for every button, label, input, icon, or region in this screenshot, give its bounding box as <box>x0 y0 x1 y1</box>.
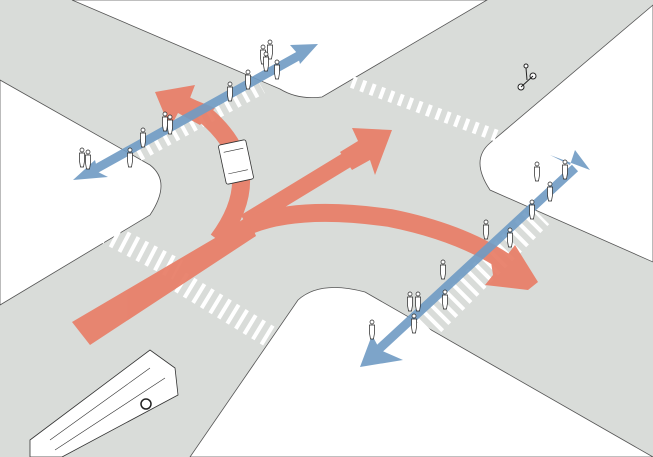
pedestrian-icon <box>245 69 251 90</box>
pedestrian-icon <box>547 181 553 202</box>
pedestrian-icon <box>507 227 513 248</box>
pedestrian-arrow-top-head-left <box>73 160 108 180</box>
pedestrian-arrow-right-head-low <box>360 335 403 367</box>
vehicle-arrow-trunk <box>72 216 256 345</box>
pedestrian-icon <box>127 147 133 168</box>
pedestrian-icon <box>79 147 85 168</box>
cyclist-icon <box>517 63 537 91</box>
pedestrian-icon <box>369 319 375 340</box>
crosswalks <box>99 76 550 348</box>
pedestrian-icon <box>167 114 173 135</box>
pedestrian-icon <box>415 291 421 312</box>
pedestrian-icon <box>140 127 146 148</box>
crosswalk-bottom <box>174 272 278 348</box>
pedestrian-icon <box>529 199 535 220</box>
bus-icon <box>29 349 179 457</box>
pedestrian-icon <box>440 259 446 280</box>
pedestrian-arrow-right-head-high <box>550 150 590 170</box>
pedestrian-icon <box>407 291 413 312</box>
pedestrian-arrow-right <box>374 164 579 354</box>
pedestrian-icon <box>274 59 280 80</box>
car-icon <box>218 139 254 185</box>
crosswalk-left <box>99 222 184 280</box>
crosswalk-right <box>415 205 550 340</box>
pedestrian-icon <box>263 51 269 72</box>
vehicle-arrow-straight-head <box>340 128 392 175</box>
block-left <box>0 79 162 306</box>
vehicle-arrow-right-head <box>485 245 538 290</box>
block-top <box>71 0 488 99</box>
pedestrian-arrow-top <box>89 51 303 175</box>
block-bottom-right <box>189 287 653 457</box>
pedestrian-arrow-top-head-right <box>290 44 318 64</box>
pedestrian-icon <box>411 313 417 334</box>
pedestrian-flow-arrows <box>73 44 590 367</box>
pedestrian-icon <box>534 161 540 182</box>
pedestrian-icon <box>562 159 568 180</box>
crosswalk-top-right <box>349 76 503 143</box>
pedestrian-icon <box>162 111 168 132</box>
pedestrians <box>79 39 568 340</box>
pedestrian-icon <box>85 149 91 170</box>
pedestrian-icon <box>483 219 489 240</box>
vehicle-arrow-straight <box>240 145 365 229</box>
pedestrian-icon <box>267 39 273 60</box>
pedestrian-icon <box>442 289 448 310</box>
pedestrian-icon <box>227 81 233 102</box>
block-right <box>479 4 653 263</box>
vehicle-arrow-right-turn <box>246 203 510 270</box>
